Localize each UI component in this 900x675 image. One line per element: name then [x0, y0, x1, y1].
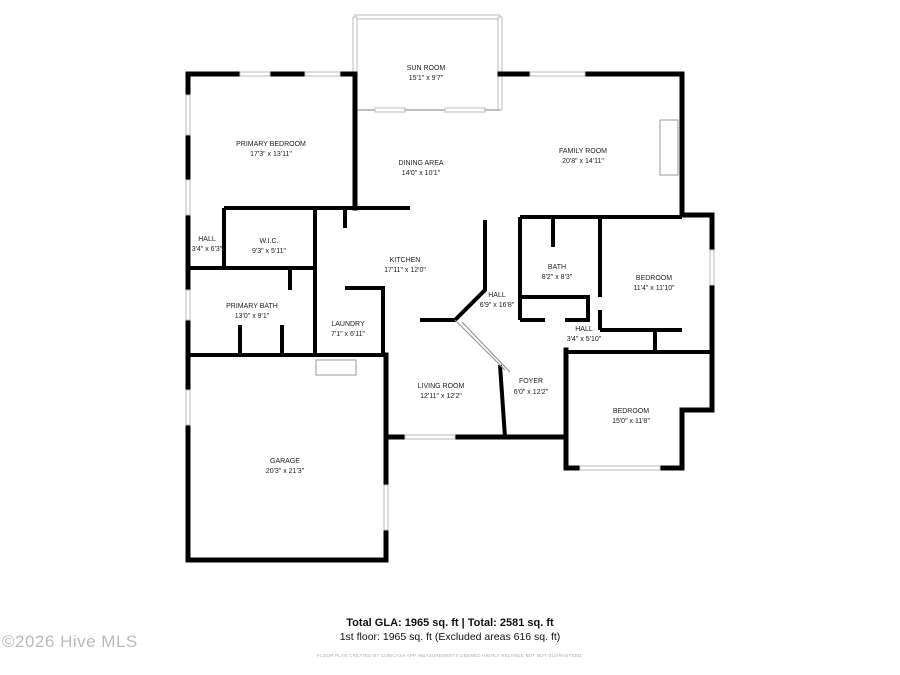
room-dims: 14'0" x 10'1"	[402, 170, 441, 177]
room-name: FOYER	[519, 378, 543, 385]
room-name: BEDROOM	[613, 408, 649, 415]
room-name: LIVING ROOM	[418, 383, 465, 390]
room-dims: 6'0" x 12'2"	[514, 389, 549, 396]
room-name: SUN ROOM	[407, 65, 446, 72]
windows	[185, 71, 715, 531]
room-dims: 6'9" x 16'8"	[480, 302, 515, 309]
room-name: GARAGE	[270, 458, 300, 465]
room-name: W.I.C.	[259, 238, 278, 245]
room-name: DINING AREA	[398, 160, 443, 167]
room-dims: 9'3" x 5'11"	[252, 248, 286, 255]
room-name: PRIMARY BEDROOM	[236, 141, 306, 148]
room-name: KITCHEN	[390, 257, 421, 264]
interior-walls	[188, 206, 712, 438]
room-labels: SUN ROOM 15'1" x 9'7" PRIMARY BEDROOM 17…	[192, 65, 675, 475]
room-dims: 3'4" x 6'3"	[192, 246, 223, 253]
sun-room-walls	[352, 14, 503, 113]
room-dims: 15'0" x 11'8"	[612, 418, 650, 425]
room-dims: 3'4" x 5'10"	[567, 336, 602, 343]
room-dims: 15'1" x 9'7"	[409, 75, 444, 82]
room-dims: 11'4" x 11'10"	[633, 285, 675, 292]
room-dims: 20'8" x 14'11"	[562, 158, 604, 165]
room-dims: 13'0" x 9'1"	[235, 313, 270, 320]
watermark: ©2026 Hive MLS	[2, 632, 138, 651]
room-name: PRIMARY BATH	[226, 303, 278, 310]
disclaimer: FLOOR PLAN CREATED BY CUBICASA APP. MEAS…	[317, 653, 583, 658]
room-dims: 17'11" x 12'0"	[384, 267, 426, 274]
total-area: Total GLA: 1965 sq. ft | Total: 2581 sq.…	[346, 617, 554, 629]
room-dims: 20'3" x 21'3"	[266, 468, 305, 475]
room-name: HALL	[198, 236, 216, 243]
room-name: LAUNDRY	[331, 321, 365, 328]
room-name: HALL	[488, 292, 506, 299]
room-name: BATH	[548, 264, 566, 271]
floor-area: 1st floor: 1965 sq. ft (Excluded areas 6…	[339, 631, 561, 643]
room-dims: 7'1" x 6'11"	[331, 331, 365, 338]
room-name: FAMILY ROOM	[559, 148, 607, 155]
room-dims: 17'3" x 13'11"	[250, 151, 292, 158]
room-name: BEDROOM	[636, 275, 672, 282]
room-dims: 12'11" x 12'2"	[420, 393, 462, 400]
room-name: HALL	[575, 326, 593, 333]
room-dims: 8'2" x 8'3"	[542, 274, 573, 281]
